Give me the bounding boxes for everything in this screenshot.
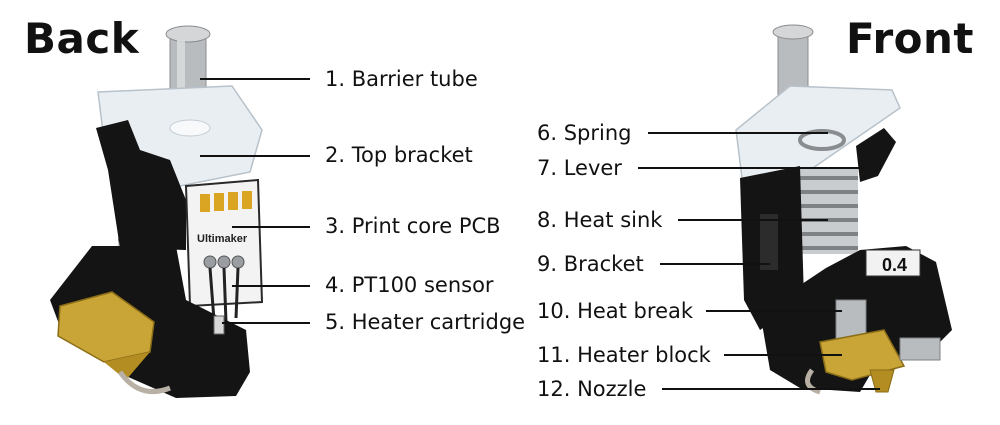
leader-spring bbox=[648, 132, 828, 134]
leader-heater-cartridge bbox=[222, 322, 310, 324]
back-frame bbox=[96, 120, 186, 250]
front-spring bbox=[798, 129, 846, 151]
nozzle-size-label: 0.4 bbox=[882, 255, 907, 275]
leader-lever bbox=[638, 167, 868, 169]
leader-barrier-tube bbox=[200, 78, 310, 80]
leader-print-core-pcb bbox=[232, 226, 310, 228]
leader-heat-sink bbox=[678, 219, 828, 221]
label-bracket: 9. Bracket bbox=[537, 252, 644, 276]
label-nozzle: 12. Nozzle bbox=[537, 377, 647, 401]
leader-top-bracket bbox=[200, 155, 310, 157]
label-top-bracket: 2. Top bracket bbox=[325, 143, 473, 167]
label-heater-block: 11. Heater block bbox=[537, 343, 711, 367]
leader-heater-block bbox=[724, 354, 842, 356]
label-spring: 6. Spring bbox=[537, 121, 632, 145]
front-heat-break bbox=[835, 299, 867, 341]
front-lever bbox=[856, 128, 896, 182]
label-heat-sink: 8. Heat sink bbox=[537, 208, 663, 232]
label-pt100-sensor: 4. PT100 sensor bbox=[325, 273, 494, 297]
back-barrier-tube-top bbox=[165, 25, 211, 43]
label-heat-break: 10. Heat break bbox=[537, 299, 694, 323]
label-print-core-pcb: 3. Print core PCB bbox=[325, 214, 501, 238]
label-heater-cartridge: 5. Heater cartridge bbox=[325, 310, 526, 334]
back-heater-cartridge bbox=[213, 315, 225, 335]
leader-bracket bbox=[660, 263, 770, 265]
leader-heat-break bbox=[706, 310, 842, 312]
front-title: Front bbox=[845, 14, 974, 63]
pcb-logo-text: Ultimaker bbox=[197, 233, 248, 245]
back-title: Back bbox=[24, 14, 140, 63]
back-print-core-image: Ultimaker bbox=[50, 25, 264, 398]
front-print-core-image: 0.4 bbox=[735, 24, 952, 395]
leader-nozzle bbox=[662, 388, 880, 390]
front-heat-sink bbox=[800, 168, 858, 254]
leader-pt100-sensor bbox=[232, 285, 310, 287]
front-nozzle bbox=[869, 369, 895, 393]
label-barrier-tube: 1. Barrier tube bbox=[325, 67, 478, 91]
label-lever: 7. Lever bbox=[537, 156, 622, 180]
